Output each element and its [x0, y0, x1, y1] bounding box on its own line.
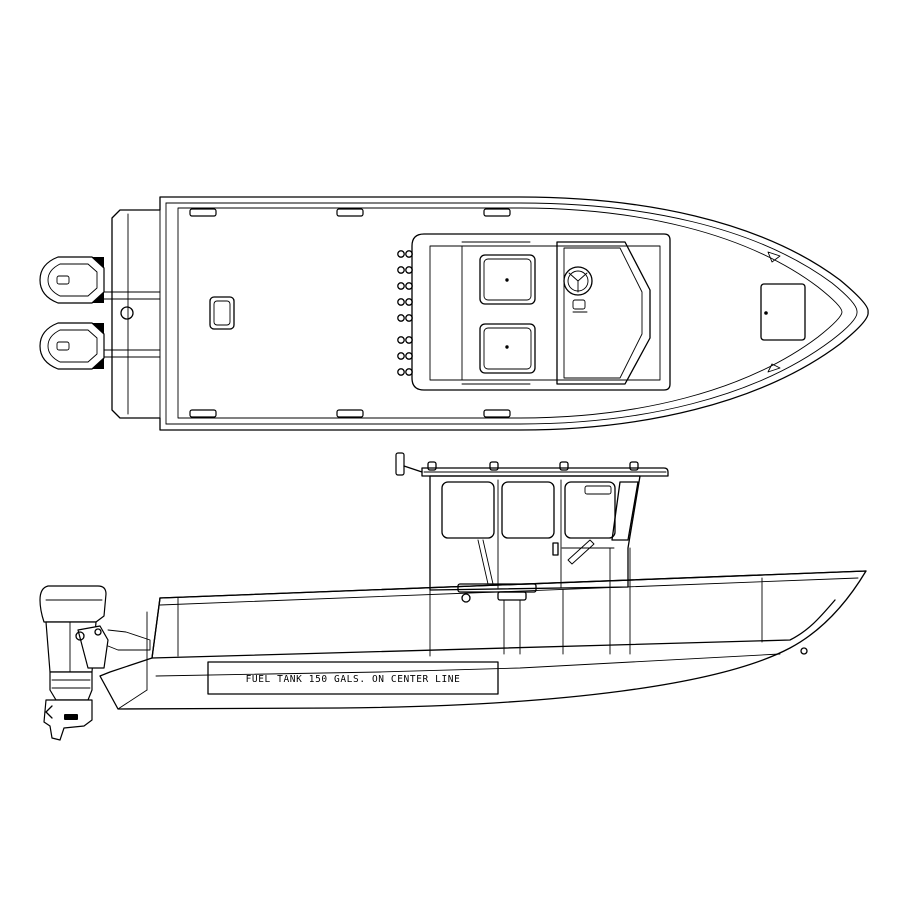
- helm-console: [556, 241, 651, 385]
- outboard-motor-top-1: [39, 256, 105, 304]
- steering-wheel-icon: [563, 266, 593, 296]
- cleat: [483, 409, 511, 418]
- t-top-canopy: [421, 467, 669, 477]
- profile-view: FUEL TANK 150 GALS. ON CENTER LINE: [39, 452, 867, 741]
- plan-deck-line: [177, 207, 843, 419]
- helm-seat-cushion: [483, 258, 532, 301]
- t-top-frame-inner: [429, 245, 661, 381]
- deck-hatch: [209, 296, 235, 330]
- chine-line: [151, 599, 836, 659]
- door-handle: [552, 542, 559, 556]
- stern-fitting: [120, 306, 134, 320]
- fuel-tank-label: FUEL TANK 150 GALS. ON CENTER LINE: [246, 674, 461, 685]
- deck-hatch-inner: [213, 300, 231, 326]
- cleat: [189, 409, 217, 418]
- helm-post: [477, 539, 489, 585]
- helm-seat-cushion: [483, 327, 532, 370]
- throttle-arm: [567, 539, 595, 565]
- rod-holders: [397, 250, 413, 376]
- plan-cleats: [189, 208, 511, 418]
- propeller: [45, 705, 53, 719]
- bow-cleat: [767, 363, 781, 373]
- cabin-enclosure: [429, 475, 641, 591]
- profile-transom: [151, 597, 161, 659]
- steering-link: [107, 629, 151, 651]
- bow-cleat: [767, 251, 781, 263]
- window-vent: [584, 485, 612, 495]
- anchor-locker: [760, 283, 806, 341]
- outboard-motor-side: [39, 585, 151, 741]
- t-top-cleat: [489, 461, 499, 471]
- bow-eye: [800, 647, 808, 655]
- t-top-cleat: [559, 461, 569, 471]
- cleat: [189, 208, 217, 217]
- fuel-tank-box: [207, 661, 499, 695]
- motor-lower-unit: [49, 671, 93, 701]
- throttle-control: [572, 299, 586, 310]
- outboard-motor-top-2: [39, 322, 105, 370]
- cleat: [336, 409, 364, 418]
- motor-cowling: [39, 585, 107, 623]
- plan-hull-outline: [111, 196, 869, 431]
- motor-clamp: [77, 625, 109, 669]
- plan-gunwale-line: [165, 202, 858, 425]
- deck-fitting: [461, 593, 471, 603]
- cleat: [483, 208, 511, 217]
- leaning-post-seat: [457, 583, 537, 593]
- cabin-window: [441, 481, 495, 539]
- helm-seat: [479, 323, 536, 374]
- helm-console-inner: [563, 247, 643, 379]
- t-top-frame: [411, 233, 671, 391]
- helm-post: [482, 539, 494, 585]
- helm-seat: [479, 254, 536, 305]
- plan-view: [39, 196, 869, 431]
- antenna-mount: [395, 452, 405, 476]
- chine-line-2: [155, 653, 781, 677]
- cabin-window: [564, 481, 616, 539]
- cleat: [336, 208, 364, 217]
- leaning-post-cushion: [497, 591, 527, 601]
- windshield-side: [611, 481, 639, 541]
- t-top-cleat: [427, 461, 437, 471]
- profile-hull-outline: [99, 570, 867, 710]
- cabin-window: [501, 481, 555, 539]
- t-top-cleat: [629, 461, 639, 471]
- transom-bracket: [117, 689, 148, 710]
